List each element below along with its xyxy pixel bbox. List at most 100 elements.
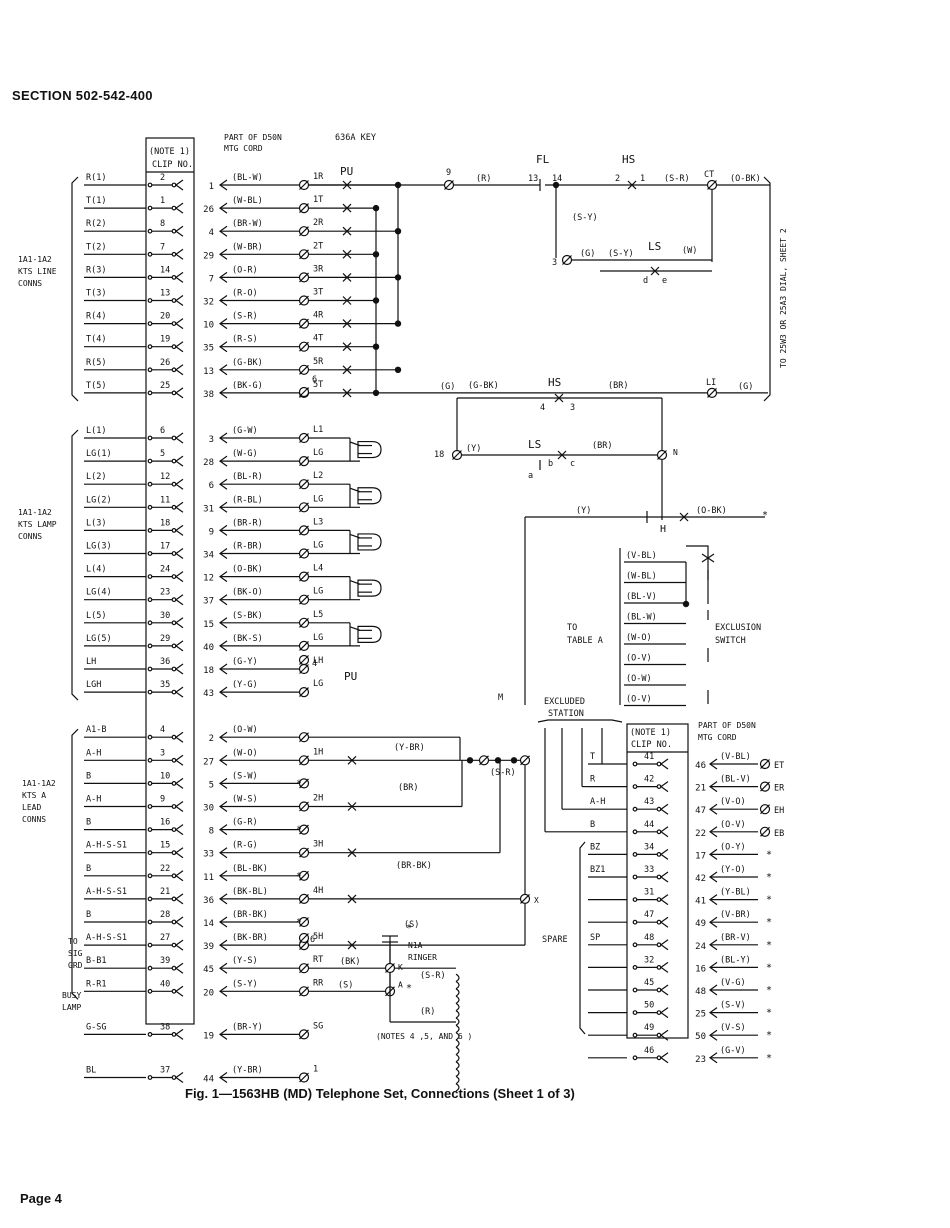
wire-color: (R-G) [232,841,258,851]
terminal-slash [299,801,309,812]
clip-contact [147,827,153,832]
wire-label: (BR-BK) [396,861,432,871]
lead-label: T [590,752,595,762]
bus-junction [394,274,402,281]
pin-number: 36 [203,896,214,906]
clip-note-label: (NOTE 1) [630,728,671,738]
key-label: 636A KEY [335,133,376,143]
ls-label: LS [648,240,661,253]
wire-color: (BR-BK) [232,910,268,920]
term-label: a [528,471,533,481]
clip-contact [147,298,153,303]
wire-color: (Y-BR) [232,1066,263,1076]
wire-label: (Y-BR) [394,743,425,753]
clip-contact [147,390,153,396]
terminal-slash [707,387,717,398]
arrow [174,939,184,951]
arrow [174,432,184,444]
lead-label: B [86,818,91,828]
clip-number: 41 [644,752,654,762]
clip-contact [147,896,153,902]
term-label: 3 [552,258,557,268]
arrow [174,777,184,789]
clip-contact [147,597,153,603]
terminal-label: 2T [313,241,323,251]
clip-contact [147,251,153,257]
wire-label: (BR) [608,381,628,391]
open-lead: * [766,940,772,951]
lead-label: L(2) [86,472,106,482]
junction-dot [466,757,474,764]
clip-number: 37 [160,1066,170,1076]
lead-label: G-SG [86,1022,106,1032]
arrow [659,871,669,883]
pin-number: 5 [209,780,214,790]
excl-wire-label: (O-V) [626,695,652,705]
d50n-label: MTG CORD [698,733,737,742]
li-label: LI [706,378,716,388]
wire-label: (Y) [466,444,481,454]
terminal-label: LG [313,541,323,551]
clip-contact [147,504,153,510]
arrow [174,1072,184,1083]
terminal-slash [562,255,572,265]
clip-contact [632,829,638,835]
group-label: CONNS [22,815,46,824]
arrow [174,179,184,191]
pin-number: 23 [695,1055,706,1065]
open-lead: * [766,1053,772,1064]
ct-label: CT [704,170,714,180]
clip-contact [147,781,153,786]
terminal-label: 1T [313,195,323,205]
pin-number: 49 [695,919,706,929]
wire-color: (BR-R) [232,518,263,528]
terminal-label: 2H [313,794,323,804]
group-label: 1A1-1A2 [18,508,52,517]
clip-number: 21 [160,887,170,897]
open-lead: * [766,872,772,883]
term-label: 6 [312,375,317,385]
hs-contact [627,180,637,190]
ringer-label: RINGER [408,953,437,962]
clip-number: 35 [160,680,170,690]
terminal-slash [520,755,530,766]
lead-label: A1-B [86,725,106,735]
wire-label: (S-R) [664,174,690,184]
wire-color: (BL-Y) [720,955,751,965]
wire-color: (W-BR) [232,242,263,252]
wire-color: (Y-S) [232,956,258,966]
wire-color: (Y-G) [232,680,258,690]
terminal-slash [299,571,309,582]
open-lead: * [406,923,412,934]
clip-number: 4 [160,725,165,735]
wire-label: (G) [580,249,595,259]
terminal-slash [299,963,309,974]
excluded-station-label: STATION [548,709,584,719]
pin-number: 31 [203,504,214,514]
pin-number: 41 [695,897,706,907]
lead-label: B [86,864,91,874]
terminal-label: ER [774,784,785,794]
lead-label: R(1) [86,173,106,183]
arrow [174,295,184,306]
term-label: 18 [434,450,444,460]
clip-contact [147,458,153,464]
wire-color: (BL-W) [232,173,263,183]
clip-contact [147,757,153,763]
lead-label: A-H-S-S1 [86,841,127,851]
lead-label: BL [86,1066,96,1076]
terminal-slash [479,755,489,766]
lead-label: SP [590,933,600,943]
arrow [174,1028,184,1040]
pin-number: 44 [203,1075,214,1085]
left-clip-block [145,137,195,1025]
arrow [659,961,669,973]
term-label: 6 [310,935,315,945]
wire-label: (R) [476,174,491,184]
terminal-label: 2R [313,218,324,228]
lamp-lead [349,580,361,585]
pin-number: 48 [695,987,706,997]
terminal-label: 1R [313,172,324,182]
group-label: LAMP [62,1003,81,1012]
lead-bracket [71,728,79,1000]
